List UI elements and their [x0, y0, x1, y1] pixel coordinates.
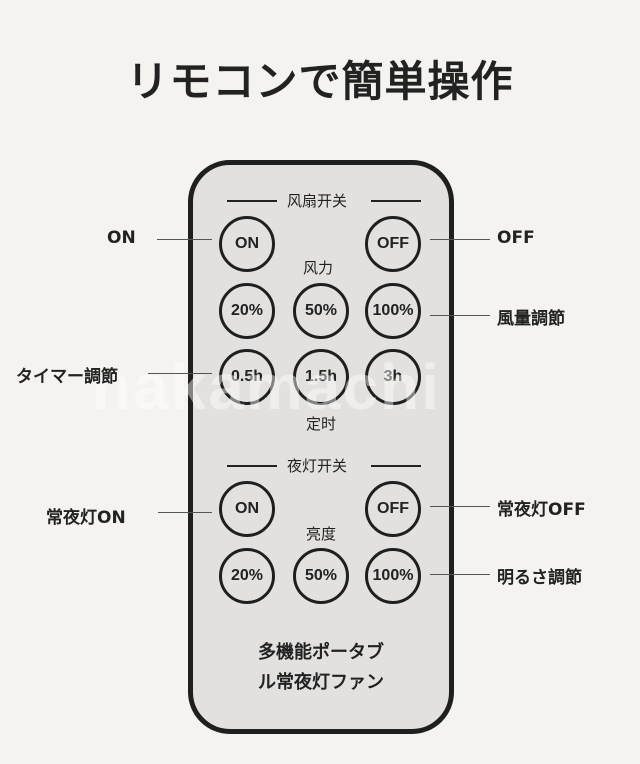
leader-timer — [148, 373, 212, 374]
remote-control: 风扇开关 ON OFF 风力 20% 50% 100% 0.5h 1.5h 3h… — [188, 160, 454, 734]
brightness-50-button[interactable]: 50% — [293, 548, 349, 604]
speed-100-button[interactable]: 100% — [365, 283, 421, 339]
light-off-button[interactable]: OFF — [365, 481, 421, 537]
brightness-100-button[interactable]: 100% — [365, 548, 421, 604]
leader-off — [430, 239, 490, 240]
leader-on — [157, 239, 212, 240]
fan-header-line-left — [227, 200, 277, 202]
callout-light-on: 常夜灯ON — [46, 508, 126, 528]
timer-0-5h-button[interactable]: 0.5h — [219, 349, 275, 405]
light-section-header: 夜灯开关 — [279, 455, 356, 476]
leader-wind — [430, 315, 490, 316]
callout-brightness: 明るさ調節 — [497, 568, 582, 588]
callout-wind: 風量調節 — [497, 309, 565, 329]
fan-header-line-right — [371, 200, 421, 202]
callout-off: OFF — [497, 228, 535, 248]
brand-line-1: 多機能ポータブ — [258, 642, 384, 663]
light-header-line-left — [227, 465, 277, 467]
fan-on-button[interactable]: ON — [219, 216, 275, 272]
brightness-label: 亮度 — [306, 525, 337, 543]
brightness-20-button[interactable]: 20% — [219, 548, 275, 604]
leader-brightness — [430, 574, 490, 575]
callout-light-off: 常夜灯OFF — [497, 500, 586, 520]
leader-light-off — [430, 506, 490, 507]
light-header-line-right — [371, 465, 421, 467]
speed-20-button[interactable]: 20% — [219, 283, 275, 339]
timer-1-5h-button[interactable]: 1.5h — [293, 349, 349, 405]
callout-timer: タイマー調節 — [16, 367, 118, 387]
callout-on: ON — [107, 228, 136, 248]
timer-label: 定时 — [306, 415, 337, 433]
fan-section-header: 风扇开关 — [279, 190, 356, 211]
light-on-button[interactable]: ON — [219, 481, 275, 537]
fan-off-button[interactable]: OFF — [365, 216, 421, 272]
speed-50-button[interactable]: 50% — [293, 283, 349, 339]
wind-speed-label: 风力 — [303, 259, 334, 277]
page-title: リモコンで簡単操作 — [126, 57, 514, 106]
brand-line-2: ル常夜灯ファン — [258, 672, 384, 693]
timer-3h-button[interactable]: 3h — [365, 349, 421, 405]
leader-light-on — [158, 512, 212, 513]
